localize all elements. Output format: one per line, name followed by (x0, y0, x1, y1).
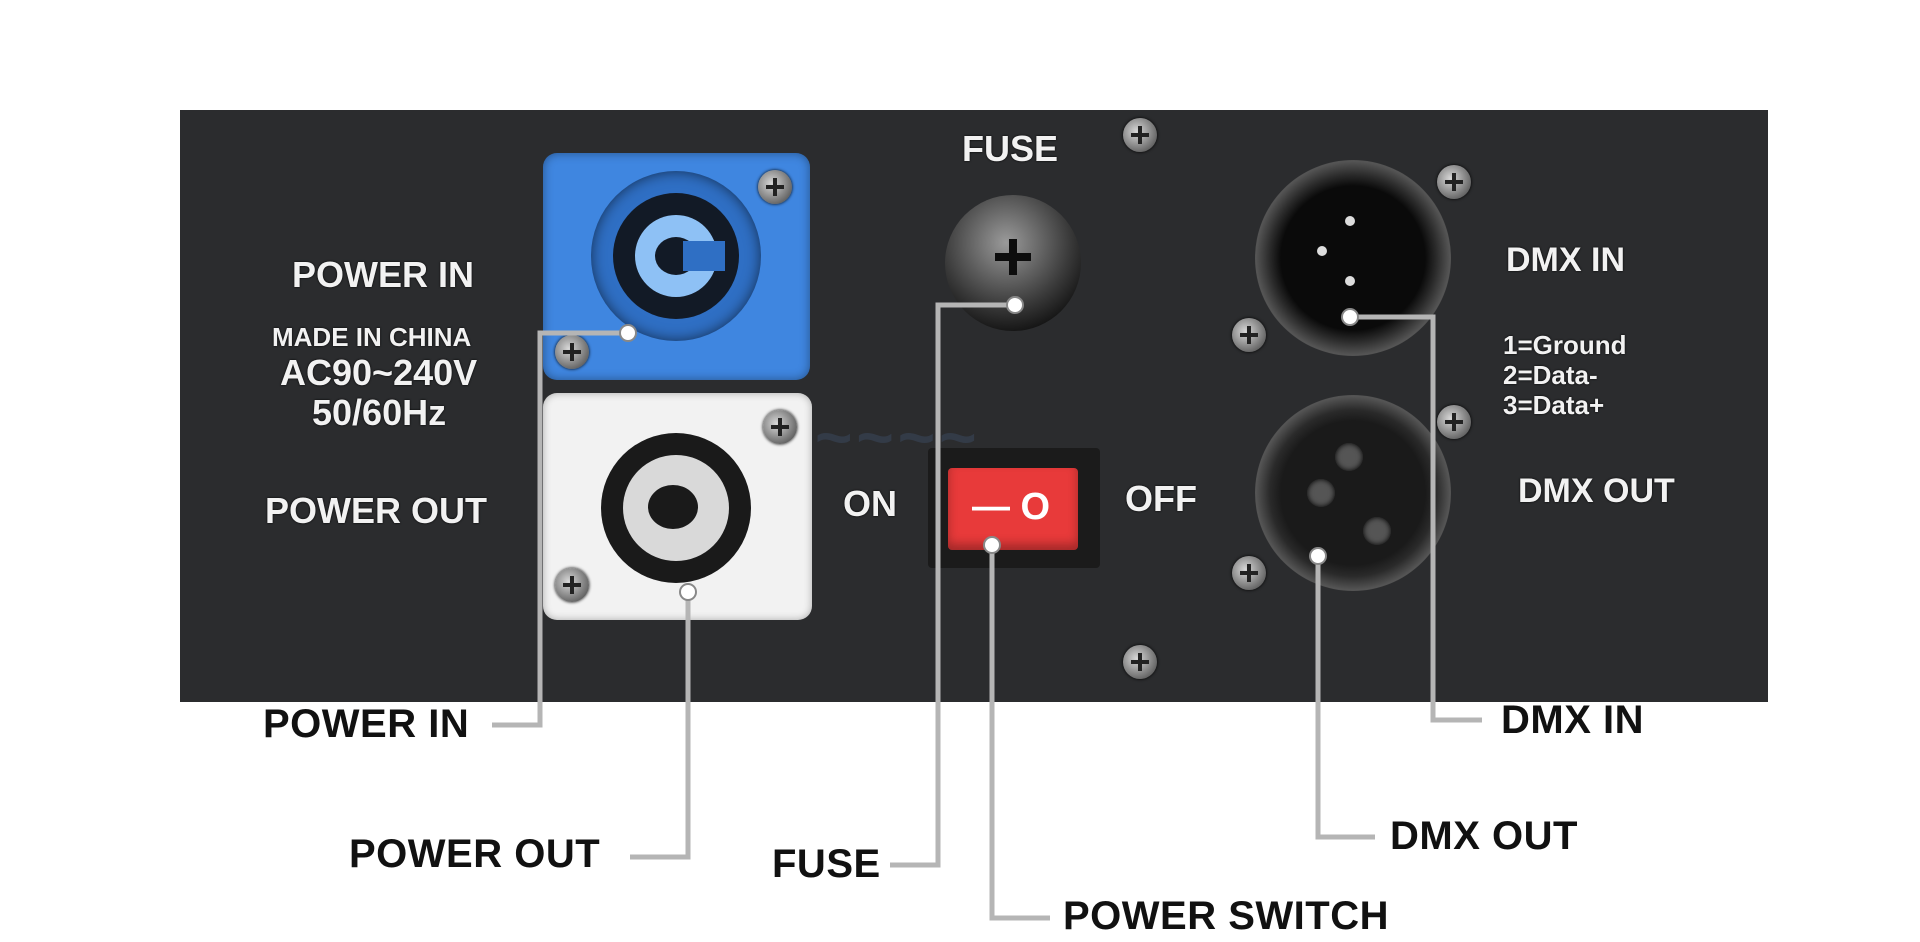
dmx-in-screw-bottom-icon (1232, 318, 1266, 352)
leader-power-in (492, 330, 625, 728)
power-in-screw-bottom-icon (555, 335, 589, 369)
leader-power-switch (989, 545, 1050, 921)
panel-label-frequency: 50/60Hz (312, 392, 447, 433)
leader-fuse (890, 302, 1015, 868)
panel-label-made-in: MADE IN CHINA (272, 322, 472, 352)
leader-power-out (630, 592, 691, 860)
dot-power-in (619, 324, 637, 342)
panel-label-power-in: POWER IN (292, 254, 475, 295)
dot-fuse (1006, 296, 1024, 314)
leader-dmx-in (1350, 314, 1482, 723)
panel-label-off: OFF (1125, 478, 1197, 519)
callout-dmx-out: DMX OUT (1390, 814, 1578, 858)
panel-screw-bottom-icon (1123, 645, 1157, 679)
leader-dmx-out (1315, 556, 1375, 840)
power-out-screw-bottom-icon (555, 568, 589, 602)
panel-screw-top-icon (1123, 118, 1157, 152)
callout-power-switch: POWER SWITCH (1063, 894, 1389, 938)
dmx-out-screw-bottom-icon (1232, 556, 1266, 590)
dmx-out-connector (1255, 395, 1451, 591)
callout-fuse: FUSE (772, 842, 881, 886)
panel-label-voltage: AC90~240V (280, 352, 478, 393)
panel-label-pin2: 2=Data- (1503, 360, 1598, 390)
dot-power-switch (983, 536, 1001, 554)
dot-power-out (679, 583, 697, 601)
panel-label-pin1: 1=Ground (1503, 330, 1627, 360)
switch-symbols: — O (972, 486, 1051, 528)
power-in-connector (543, 153, 810, 380)
panel-label-on: ON (843, 483, 897, 524)
panel-label-dmx-out: DMX OUT (1518, 472, 1675, 510)
dmx-out-screw-top-icon (1437, 405, 1471, 439)
dmx-in-screw-top-icon (1437, 165, 1471, 199)
panel-label-pin3: 3=Data+ (1503, 390, 1605, 420)
power-in-screw-top-icon (758, 170, 792, 204)
panel-label-fuse: FUSE (962, 128, 1059, 169)
callout-power-out: POWER OUT (349, 832, 601, 876)
power-switch[interactable]: — O (928, 448, 1100, 568)
power-out-screw-top-icon (763, 410, 797, 444)
dot-dmx-in (1341, 308, 1359, 326)
panel-label-dmx-in: DMX IN (1506, 241, 1625, 279)
callout-dmx-in: DMX IN (1501, 698, 1644, 742)
callout-power-in: POWER IN (263, 702, 470, 746)
panel-label-power-out: POWER OUT (265, 490, 487, 531)
dot-dmx-out (1309, 547, 1327, 565)
